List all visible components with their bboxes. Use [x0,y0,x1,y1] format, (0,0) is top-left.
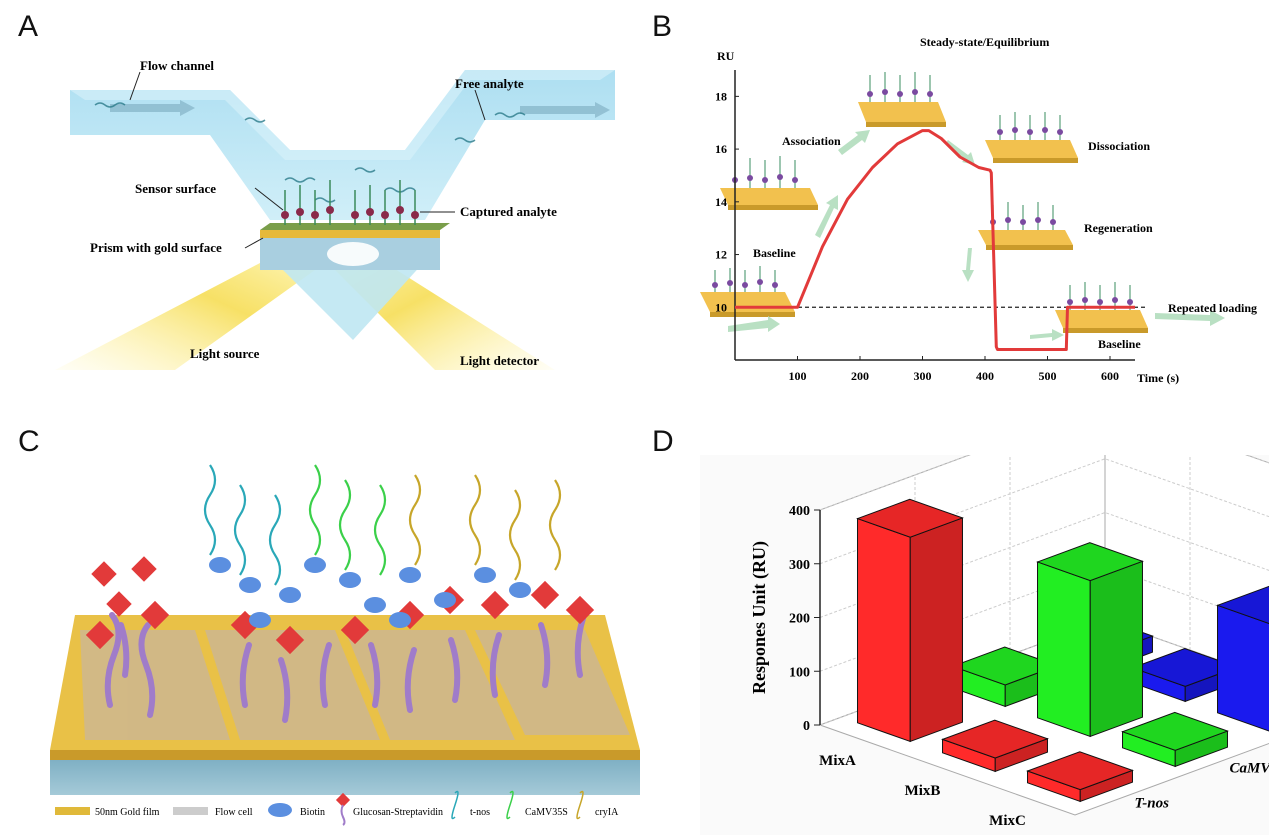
legend: 50nm Gold film Flow cell Biotin Glucosan… [55,790,619,826]
bar-MixC-CaMV35s [1121,711,1229,768]
biotin-blobs [209,557,531,628]
x-tick-label: 400 [976,369,994,383]
label-light-detector: Light detector [460,353,539,368]
bar-MixA-T-nos [856,498,964,743]
legend-item-gold-film: 50nm Gold film [95,807,160,818]
x-category-label: MixB [905,783,941,799]
label-baseline-left: Baseline [753,246,796,260]
y-tick-label: 100 [789,665,810,680]
label-sensor-surface: Sensor surface [135,181,216,196]
grid-line [819,455,1269,511]
y-tick-label: 10 [715,300,727,314]
x-tick-label: 300 [914,369,932,383]
chip-dissociation [985,140,1078,163]
x-category-label: MixA [819,753,856,769]
gold-surface [260,230,440,238]
label-captured-analyte: Captured analyte [460,204,557,219]
label-association: Association [782,134,841,148]
flow-channel [70,70,615,220]
chip-regeneration [978,230,1073,250]
y-tick-label: 400 [789,504,810,519]
bar-MixC-cry1A [1216,585,1269,732]
legend-item-biotin: Biotin [300,807,325,818]
x-tick-label: 600 [1101,369,1119,383]
sensorgram-line [735,129,1135,351]
y-tick-label: 12 [715,248,727,262]
legend-item-camv35s: CaMV35S [525,807,568,818]
panel-c-illustration: 50nm Gold film Flow cell Biotin Glucosan… [50,464,640,826]
legend-item-flow-cell: Flow cell [215,807,253,818]
prism [263,250,435,340]
t-nos-strands [203,464,282,586]
label-flow-channel: Flow channel [140,58,214,73]
legend-item-streptavidin: Glucosan-Streptavidin [353,807,443,818]
panel-b-letter: B [652,10,673,43]
panel-a-illustration: Flow channel Free analyte Sensor surface… [55,58,615,370]
y-tick-label: 18 [715,89,727,103]
y-tick-label: 200 [789,612,810,627]
label-dissociation: Dissociation [1088,139,1150,153]
label-regeneration: Regeneration [1084,221,1153,235]
legend-item-crya: cryIA [595,807,619,818]
legend-flow-cell-swatch [173,807,208,815]
x-tick-label: 500 [1039,369,1057,383]
y-tick-label: 300 [789,558,810,573]
legend-item-t-nos: t-nos [470,807,490,818]
bar-MixC-T-nos [1026,751,1134,803]
panel-c-letter: C [18,425,40,458]
panel-a-letter: A [18,10,39,43]
bar-MixB-CaMV35s [1036,542,1144,738]
depth-category-label: CaMV35s [1230,761,1269,777]
x-tick-label: 200 [851,369,869,383]
x-tick-label: 100 [789,369,807,383]
panel-b-chart: Steady-state/Equilibrium Association Dis… [700,35,1257,385]
legend-biotin-swatch [268,803,292,817]
label-steady-state: Steady-state/Equilibrium [920,35,1049,49]
x-axis-label: Time (s) [1137,371,1179,385]
chip-steady-state [858,102,946,127]
y-axis-label: RU [717,49,735,63]
label-baseline-right: Baseline [1098,337,1141,351]
y-tick-label: 0 [803,719,810,734]
y-tick-label: 14 [715,195,727,209]
light-source-beam [55,250,315,370]
y-tick-label: 16 [715,142,727,156]
label-prism: Prism with gold surface [90,240,222,255]
crya-strands [408,474,562,581]
panel-d-letter: D [652,425,674,458]
chip-association [720,188,818,210]
bar-MixB-T-nos [941,719,1049,773]
chip-baseline-right [1055,310,1148,333]
label-free-analyte: Free analyte [455,76,524,91]
flow-cells [80,630,630,740]
label-light-source: Light source [190,346,260,361]
x-category-label: MixC [989,813,1026,829]
y-axis-label: Respones Unit (RU) [749,541,770,694]
camv35s-strands [308,464,387,576]
depth-category-label: T-nos [1135,796,1170,812]
slab-side [50,760,640,795]
legend-gold-swatch [55,807,90,815]
label-repeated-loading: Repeated loading [1168,301,1257,315]
